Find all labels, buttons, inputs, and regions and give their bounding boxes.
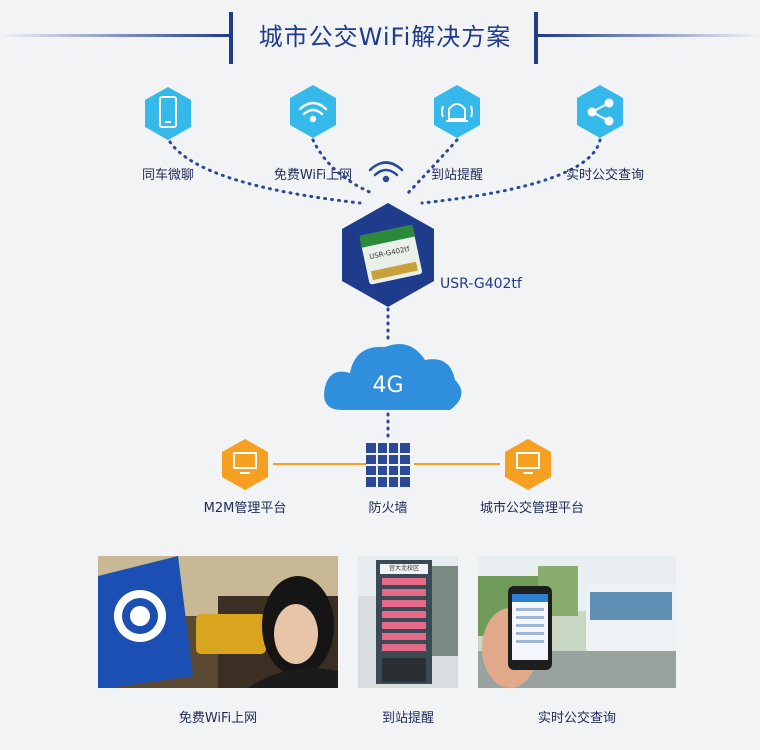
cloud-4g — [324, 343, 462, 410]
monitor-icon — [516, 452, 540, 474]
bus-stop-scene — [358, 556, 458, 688]
hex-m2m[interactable] — [222, 439, 268, 490]
photo-passenger-wifi — [98, 556, 338, 688]
cloud-label: 4G — [372, 373, 404, 398]
header-line-left — [0, 34, 230, 37]
label-city-platform: 城市公交管理平台 — [479, 501, 584, 516]
label-m2m: M2M管理平台 — [203, 501, 287, 516]
hex-wifi[interactable] — [290, 85, 336, 138]
sign-title: 宫大北校区 — [388, 565, 419, 572]
connector-query — [420, 138, 602, 205]
module-hexagon[interactable] — [342, 203, 434, 307]
header-bar-right — [534, 12, 538, 64]
wifi-icon — [298, 101, 328, 123]
realtime-query-scene — [478, 556, 676, 688]
caption-bus-stop: 到站提醒 — [381, 711, 434, 726]
hex-query[interactable] — [577, 85, 623, 138]
connector-wifi — [311, 138, 374, 195]
connector-weichat — [168, 140, 362, 205]
label-alert: 到站提醒 — [430, 168, 483, 183]
header-bar-left — [229, 12, 233, 64]
hex-city-platform[interactable] — [505, 439, 551, 490]
label-wifi: 免费WiFi上网 — [273, 168, 353, 183]
header-line-right — [538, 34, 760, 37]
chip-card — [359, 224, 423, 285]
passenger-scene — [98, 556, 338, 688]
hex-weichat[interactable] — [145, 87, 191, 140]
diagram — [145, 85, 623, 490]
photo-bus-stop-sign: 宫大北校区 — [358, 556, 458, 688]
label-weichat: 同车微聊 — [141, 168, 194, 183]
signal-icon — [368, 161, 404, 183]
caption-realtime-query: 实时公交查询 — [537, 711, 616, 726]
caption-passenger-wifi: 免费WiFi上网 — [178, 711, 258, 726]
bell-icon — [441, 103, 473, 122]
label-firewall: 防火墙 — [368, 501, 408, 516]
page-title: 城市公交WiFi解决方案 — [258, 23, 512, 51]
connector-alert — [406, 138, 459, 195]
label-query: 实时公交查询 — [565, 168, 644, 183]
monitor-icon — [233, 452, 257, 474]
header-decoration — [0, 12, 760, 64]
phone-icon — [159, 96, 177, 128]
photo-realtime-query — [478, 556, 676, 688]
hex-alert[interactable] — [434, 85, 480, 138]
share-icon — [587, 98, 614, 126]
firewall-icon[interactable] — [366, 443, 410, 487]
module-label: USR-G402tf — [440, 276, 522, 292]
